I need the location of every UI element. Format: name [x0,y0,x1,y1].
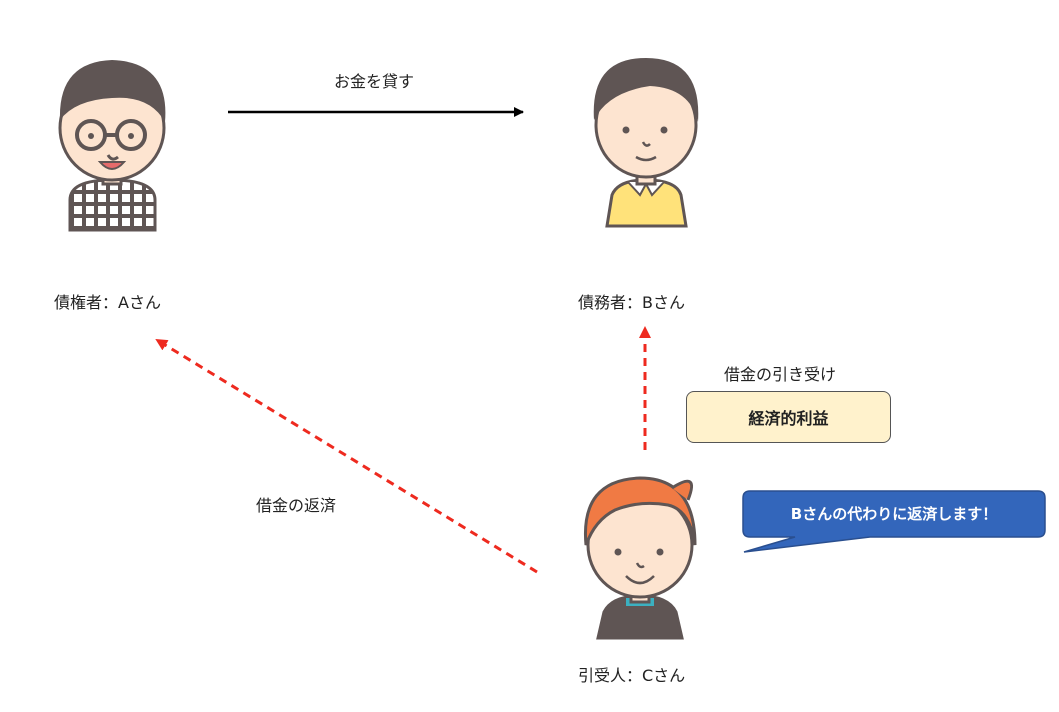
creditor-label: 債権者：Aさん [54,293,161,312]
repay-label: 借金の返済 [256,496,337,515]
assume-label: 借金の引き受け [724,365,837,384]
speech-bubble-shape [742,490,1046,553]
lend-label: お金を貸す [334,72,415,91]
creditor-avatar-icon [58,60,166,232]
debtor-label: 債務者：Bさん [578,293,685,312]
benefit-box: 経済的利益 [686,391,891,443]
assumer-label: 引受人：Cさん [578,666,686,685]
repay-arrow [155,338,538,574]
debtor-avatar-icon [593,58,699,228]
assumer-avatar-icon [583,476,697,640]
speech-bubble-text: Bさんの代わりに返済します！ [790,505,998,523]
